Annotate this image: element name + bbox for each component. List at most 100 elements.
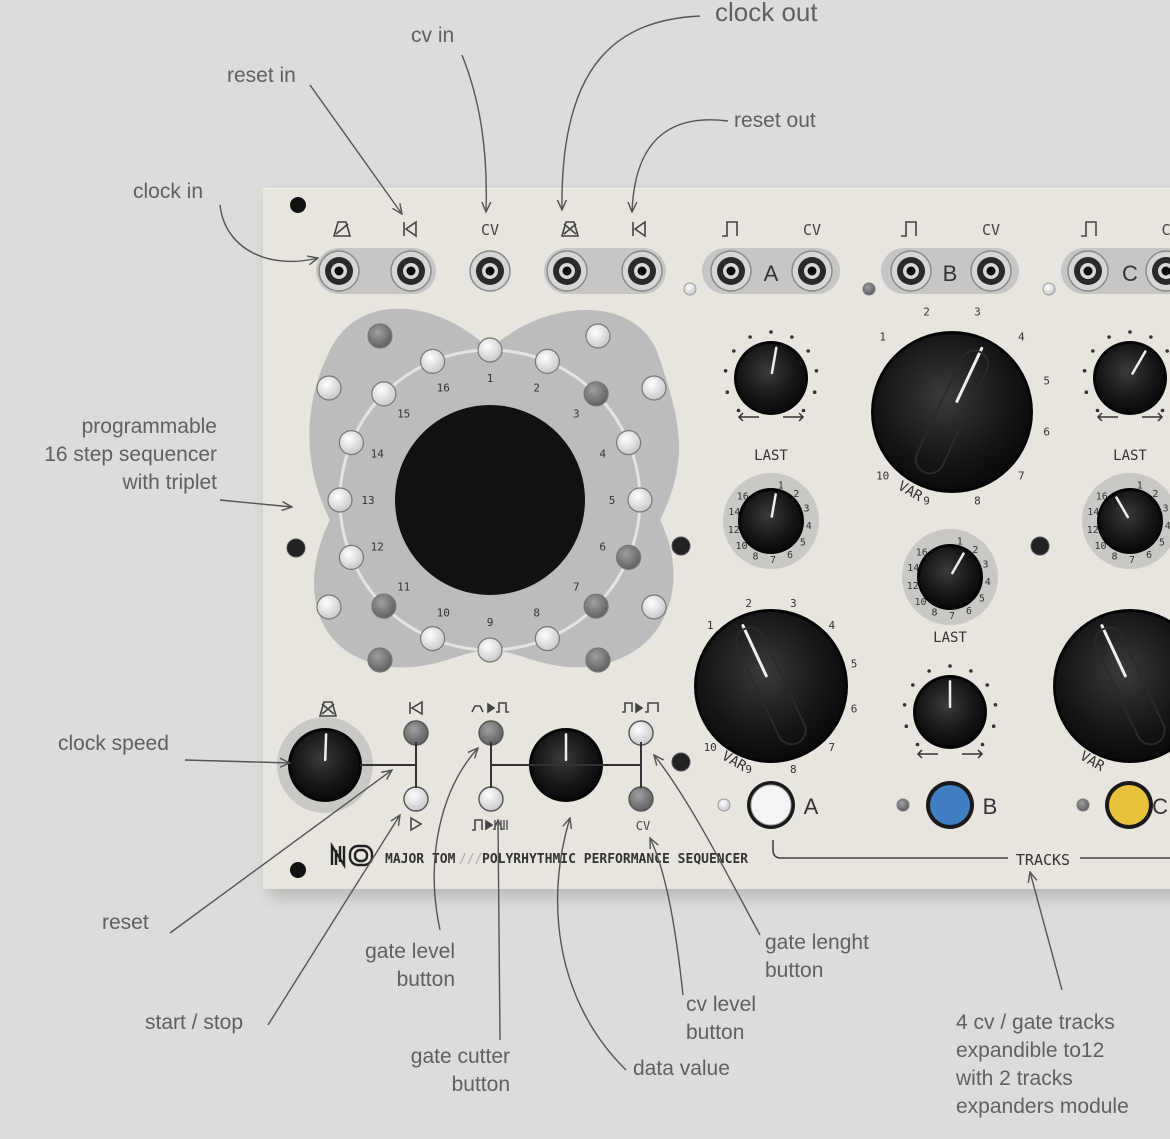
triplet-led[interactable] (641, 375, 667, 401)
gate-level-icon (471, 702, 509, 714)
step-led-7[interactable] (583, 593, 609, 619)
triplet-led[interactable] (316, 594, 342, 620)
reset-icon (409, 700, 423, 716)
step-led-14[interactable] (338, 430, 364, 456)
svg-text:5: 5 (851, 658, 858, 671)
step-led-13[interactable] (327, 487, 353, 513)
triplet-led[interactable] (367, 323, 393, 349)
svg-text:10: 10 (704, 741, 717, 754)
status-led (862, 282, 876, 296)
svg-text:4: 4 (828, 619, 835, 632)
step-led-15[interactable] (371, 381, 397, 407)
track-c-gate-jack[interactable] (1067, 250, 1109, 292)
gate-cutter-button[interactable] (478, 786, 504, 812)
track-b-variation-knob[interactable] (871, 331, 1033, 493)
annotation-arrows (169, 15, 1063, 1071)
triplet-led[interactable] (585, 323, 611, 349)
svg-text:12: 12 (728, 525, 740, 536)
annotation-tracks-line4: expanders module (956, 1095, 1129, 1118)
track-a-cv-jack[interactable] (791, 250, 833, 292)
clock-speed-knob[interactable] (277, 717, 373, 813)
svg-text:2: 2 (972, 545, 978, 556)
clock-out-jack[interactable] (546, 250, 588, 292)
svg-text:7: 7 (949, 611, 955, 622)
track-b-offset-knob[interactable] (902, 664, 998, 749)
cv-level-button[interactable] (628, 786, 654, 812)
step-led-2[interactable] (534, 348, 561, 374)
annotation-gate-cutter-line2: button (451, 1073, 510, 1096)
metronome-icon (318, 701, 338, 717)
triplet-led[interactable] (585, 647, 611, 673)
svg-text:1: 1 (957, 536, 963, 547)
step-led-5[interactable] (627, 487, 653, 513)
track-a-button[interactable] (750, 784, 792, 826)
svg-text:6: 6 (966, 606, 972, 617)
gate-cutter-icon (472, 819, 508, 831)
step-led-9[interactable] (477, 637, 503, 663)
reset-out-jack[interactable] (621, 250, 663, 292)
svg-text:6: 6 (851, 702, 858, 715)
triplet-led[interactable] (367, 647, 393, 673)
track-a-variation-knob[interactable] (694, 609, 848, 763)
reset-button[interactable] (403, 720, 429, 746)
svg-text:2: 2 (923, 305, 930, 318)
step-number: 2 (533, 381, 540, 394)
track-b-last-step-knob[interactable] (917, 544, 983, 610)
track-c-last-step-knob[interactable] (1097, 488, 1163, 554)
track-a-last-step-knob[interactable] (738, 488, 804, 554)
reset-in-jack[interactable] (390, 250, 432, 292)
step-led-16[interactable] (420, 348, 446, 374)
triplet-led[interactable] (641, 594, 667, 620)
svg-text:8: 8 (1111, 552, 1117, 563)
clock-in-jack[interactable] (318, 250, 360, 292)
track-b-button[interactable] (930, 785, 970, 825)
last-label: LAST (1113, 448, 1147, 464)
step-led-12[interactable] (338, 544, 364, 571)
cv-button-label: CV (636, 819, 650, 833)
step-led-4[interactable] (615, 430, 642, 456)
track-a-gate-jack[interactable] (710, 250, 752, 292)
track-b-gate-jack[interactable] (890, 250, 932, 292)
step-number: 8 (533, 607, 540, 620)
svg-text:14: 14 (728, 507, 740, 518)
step-led-8[interactable] (534, 625, 561, 652)
step-number: 4 (599, 447, 606, 460)
track-b-cv-jack[interactable] (970, 250, 1012, 292)
annotation-sequencer-line2: 16 step sequencer (44, 443, 217, 466)
annotation-tracks-line1: 4 cv / gate tracks (956, 1011, 1115, 1034)
annotation-gate-length-line1: gate lenght (765, 931, 869, 954)
svg-text:3: 3 (803, 503, 809, 514)
track-a-offset-knob[interactable] (723, 330, 819, 415)
gate-icon (901, 221, 917, 237)
track-c-button[interactable] (1109, 785, 1149, 825)
track-c-offset-knob[interactable] (1082, 330, 1170, 415)
step-led-6[interactable] (615, 544, 642, 571)
svg-text:7: 7 (1129, 555, 1135, 566)
cv-in-jack[interactable] (469, 250, 511, 292)
gate-length-button[interactable] (628, 720, 654, 746)
track-c-cv-jack[interactable] (1145, 250, 1170, 292)
annotation-clock-in: clock in (133, 180, 204, 203)
svg-text:4: 4 (1018, 331, 1025, 344)
svg-text:10: 10 (876, 469, 889, 482)
svg-text:5: 5 (1043, 375, 1050, 388)
track-c-label: C (1152, 794, 1168, 819)
step-number: 15 (397, 408, 410, 421)
brand-logo (330, 841, 374, 870)
step-led-10[interactable] (420, 625, 446, 652)
step-number: 9 (487, 616, 494, 629)
svg-text:16: 16 (737, 492, 749, 503)
svg-text:5: 5 (979, 594, 985, 605)
gate-level-button[interactable] (478, 720, 504, 746)
track-c-variation-knob[interactable] (1053, 609, 1170, 763)
start-stop-button[interactable] (403, 786, 429, 812)
svg-text:12: 12 (907, 581, 919, 592)
step-led-11[interactable] (371, 593, 397, 619)
step-led-3[interactable] (583, 381, 609, 407)
svg-text:14: 14 (1087, 507, 1099, 518)
step-led-1[interactable] (477, 337, 503, 363)
svg-text:1: 1 (707, 619, 714, 632)
triplet-led[interactable] (316, 375, 342, 401)
